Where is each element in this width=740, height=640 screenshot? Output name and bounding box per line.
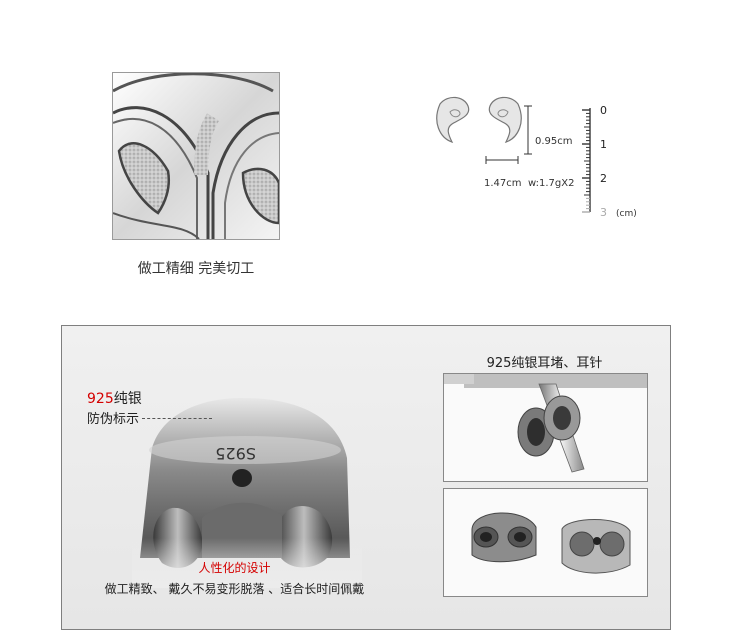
- earring-back-left-icon: [471, 512, 537, 563]
- pointer-line: [142, 418, 212, 419]
- stamp-s925-label: S925: [215, 444, 256, 463]
- silver-title: 925纯银: [87, 388, 142, 408]
- ruler: 0 1 2 3 (cm): [582, 104, 637, 219]
- ruler-unit: (cm): [616, 209, 637, 219]
- detail-panel: S925 925纯银 防伪标示 人性化的设计 做工精致、 戴久不易变形脱落 、适…: [61, 325, 671, 630]
- height-dimension: 0.95cm: [524, 105, 573, 155]
- closeup-engraving-image: [113, 73, 279, 239]
- closeup-caption: 做工精细 完美切工: [137, 261, 255, 277]
- silver-925-label: 925: [87, 391, 114, 407]
- pin-back-closeup-photo: [443, 373, 648, 482]
- closeup-photo: [112, 72, 280, 240]
- ruler-label-1: 1: [600, 138, 607, 151]
- earring-dimension-diagram: 0.95cm 1.47cm w:1.7gX2 0 1 2 3 (cm): [436, 96, 637, 219]
- earring-back-photo: S925: [132, 398, 362, 588]
- pin-back-image: [444, 374, 647, 473]
- ruler-label-3: 3: [600, 206, 607, 219]
- earring-back-right-icon: [561, 519, 631, 574]
- design-description: 做工精致、 戴久不易变形脱落 、适合长时间佩戴: [104, 582, 365, 596]
- anti-counterfeit-label: 防伪标示: [87, 412, 140, 427]
- silver-pure-label: 纯银: [113, 391, 142, 407]
- width-label: 1.47cm: [484, 178, 522, 189]
- ruler-label-2: 2: [600, 172, 607, 185]
- weight-label: w:1.7gX2: [528, 178, 574, 189]
- earring-backs-pair-photo: [443, 488, 648, 597]
- earring-left-icon: [436, 96, 470, 144]
- earring-backs-pair-image: [471, 512, 631, 574]
- height-label: 0.95cm: [535, 136, 573, 147]
- earring-right-icon: [488, 96, 522, 144]
- ruler-label-0: 0: [600, 104, 607, 117]
- width-dimension: 1.47cm w:1.7gX2: [484, 156, 574, 189]
- design-heading: 人性化的设计: [198, 561, 271, 575]
- backs-pins-title: 925纯银耳堵、耳针: [486, 356, 603, 371]
